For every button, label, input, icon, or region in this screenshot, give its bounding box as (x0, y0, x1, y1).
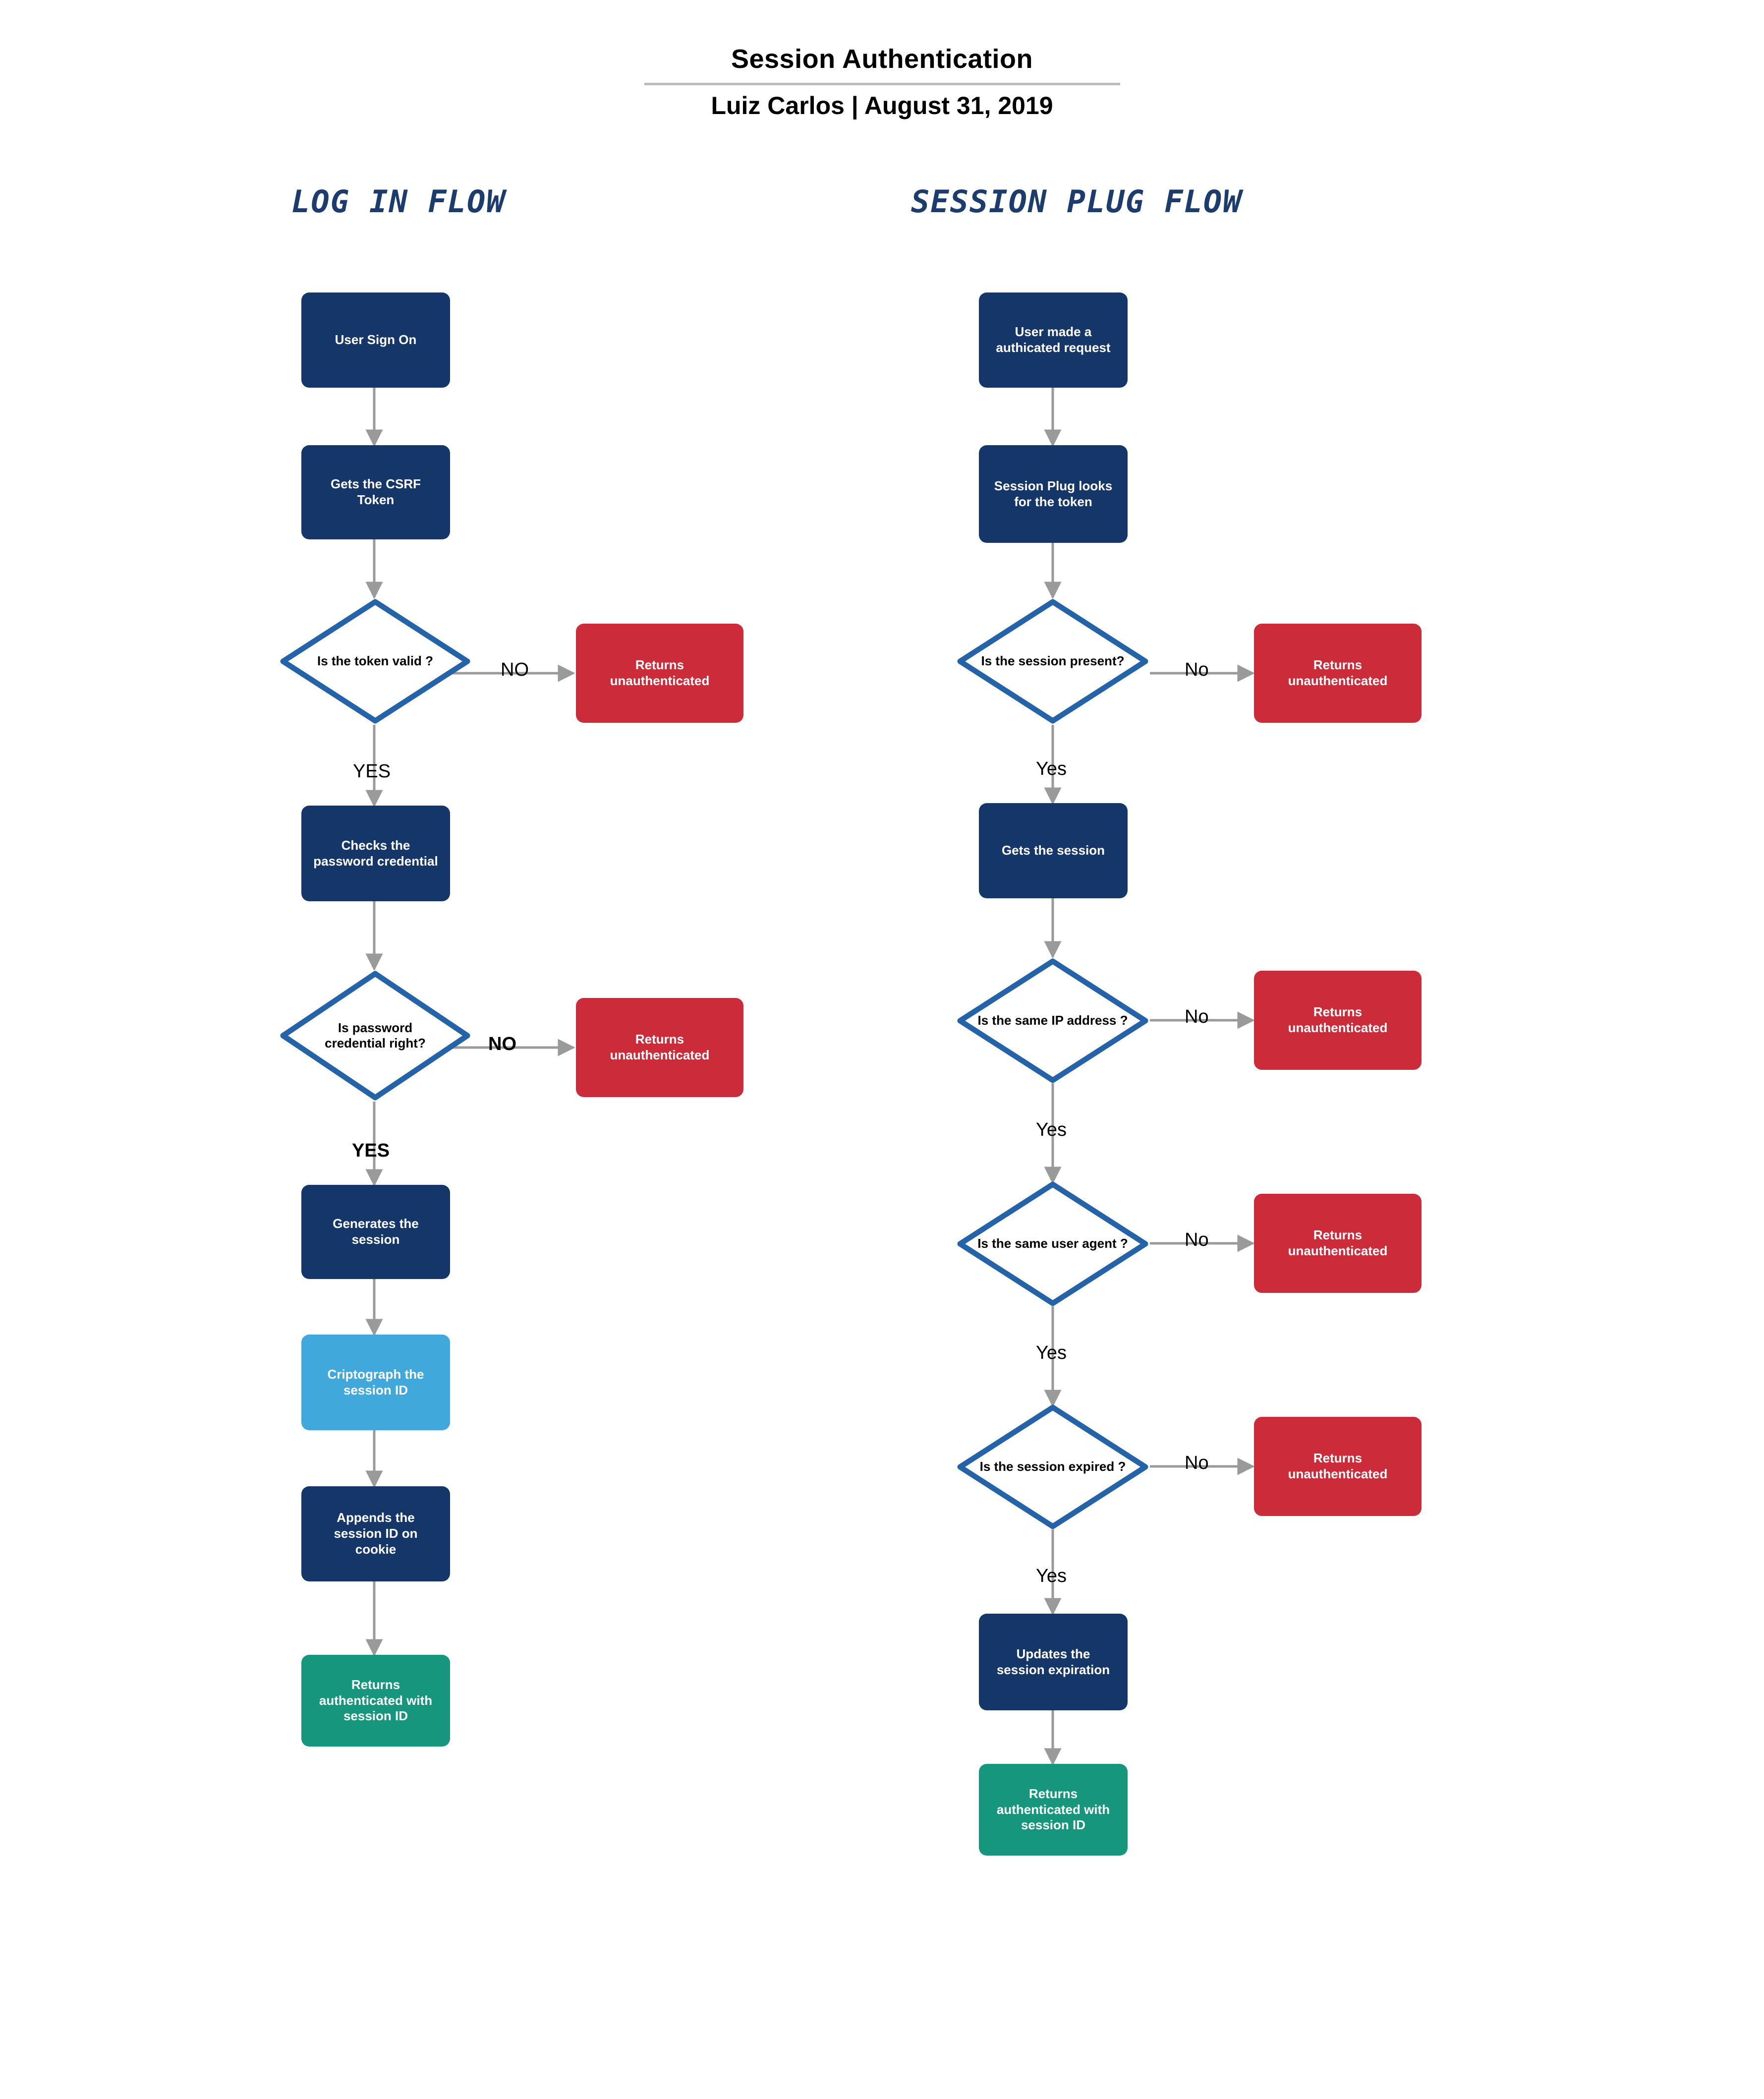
node-label: Returns unauthenticated (1288, 1004, 1388, 1035)
node-label: User made a authicated request (996, 324, 1111, 355)
node-label: Checks the password credential (313, 837, 438, 869)
node-label: Gets the CSRF Token (330, 476, 421, 507)
decision-label: Is the same IP address ? (977, 1013, 1128, 1028)
login-flow-heading: LOG IN FLOW (291, 183, 506, 220)
edge-label-session-present-yes: Yes (1036, 758, 1067, 779)
node-returns-unauthenticated-expired[interactable]: Returns unauthenticated (1254, 1417, 1422, 1516)
node-label: Returns authenticated with session ID (319, 1677, 433, 1724)
author-date-byline: Luiz Carlos | August 31, 2019 (711, 92, 1053, 120)
node-user-sign-on[interactable]: User Sign On (301, 292, 450, 388)
node-returns-unauthenticated-session-present[interactable]: Returns unauthenticated (1254, 624, 1422, 723)
node-checks-password-credential[interactable]: Checks the password credential (301, 806, 450, 901)
node-label: Returns unauthenticated (1288, 657, 1388, 688)
node-gets-csrf-token[interactable]: Gets the CSRF Token (301, 445, 450, 539)
decision-label: Is password credential right? (325, 1020, 426, 1050)
decision-label: Is the token valid ? (317, 653, 434, 669)
node-label: User Sign On (335, 332, 417, 348)
node-label: Generates the session (333, 1216, 419, 1247)
edge-label-ip-no: No (1185, 1006, 1209, 1027)
node-returns-unauthenticated-token[interactable]: Returns unauthenticated (576, 624, 743, 723)
node-criptograph-the-session-id[interactable]: Criptograph the session ID (301, 1335, 450, 1430)
title-divider (644, 83, 1120, 86)
edge-label-password-no: NO (488, 1034, 516, 1054)
diamond-shape (280, 971, 470, 1101)
node-label: Returns unauthenticated (1288, 1227, 1388, 1258)
node-label: Returns authenticated with session ID (996, 1786, 1110, 1833)
node-label: Appends the session ID on cookie (334, 1510, 418, 1557)
diamond-shape (957, 599, 1148, 724)
diamond-shape (957, 1404, 1148, 1529)
node-label: Returns unauthenticated (1288, 1451, 1388, 1481)
node-appends-session-id-on-cookie[interactable]: Appends the session ID on cookie (301, 1486, 450, 1581)
diamond-shape (957, 1181, 1148, 1306)
node-returns-unauthenticated-ip[interactable]: Returns unauthenticated (1254, 971, 1422, 1070)
node-returns-unauthenticated-password[interactable]: Returns unauthenticated (576, 998, 743, 1097)
decision-is-password-credential-right[interactable]: Is password credential right? (279, 969, 472, 1102)
node-label: Updates the session expiration (996, 1646, 1110, 1677)
edge-label-password-yes: YES (352, 1140, 390, 1161)
edge-label-useragent-no: No (1185, 1229, 1209, 1250)
node-user-made-authenticated-request[interactable]: User made a authicated request (979, 292, 1128, 388)
edge-label-expired-yes: Yes (1036, 1566, 1067, 1586)
document-header: Session Authentication Luiz Carlos | Aug… (0, 44, 1764, 120)
decision-label: Is the same user agent ? (977, 1236, 1128, 1251)
node-label: Criptograph the session ID (327, 1366, 424, 1398)
diamond-shape (957, 958, 1148, 1083)
node-generates-the-session[interactable]: Generates the session (301, 1185, 450, 1279)
decision-is-same-ip-address[interactable]: Is the same IP address ? (956, 957, 1150, 1085)
diamond-shape (280, 599, 470, 724)
node-returns-authenticated-session-id-plug[interactable]: Returns authenticated with session ID (979, 1764, 1128, 1856)
decision-label: Is the session present? (981, 653, 1125, 669)
node-label: Session Plug looks for the token (994, 478, 1113, 509)
node-updates-session-expiration[interactable]: Updates the session expiration (979, 1614, 1128, 1710)
edge-label-expired-no: No (1185, 1453, 1209, 1473)
edge-label-token-yes: YES (353, 761, 391, 782)
edge-label-ip-yes: Yes (1036, 1119, 1067, 1140)
decision-is-session-expired[interactable]: Is the session expired ? (956, 1403, 1150, 1531)
node-session-plug-looks-for-token[interactable]: Session Plug looks for the token (979, 445, 1128, 543)
edge-label-session-present-no: No (1185, 659, 1209, 680)
node-label: Returns unauthenticated (610, 1032, 710, 1062)
node-label: Gets the session (1001, 843, 1105, 858)
node-label: Returns unauthenticated (610, 657, 710, 688)
decision-is-token-valid[interactable]: Is the token valid ? (279, 597, 472, 725)
page-title: Session Authentication (731, 44, 1033, 74)
node-gets-the-session[interactable]: Gets the session (979, 803, 1128, 898)
decision-is-session-present[interactable]: Is the session present? (956, 597, 1150, 725)
decision-is-same-user-agent[interactable]: Is the same user agent ? (956, 1180, 1150, 1308)
decision-label: Is the session expired ? (979, 1459, 1126, 1474)
edge-label-token-no: NO (501, 659, 529, 680)
node-returns-unauthenticated-user-agent[interactable]: Returns unauthenticated (1254, 1194, 1422, 1293)
session-plug-flow-heading: SESSION PLUG FLOW (911, 183, 1243, 220)
edge-label-useragent-yes: Yes (1036, 1342, 1067, 1363)
node-returns-authenticated-session-id-login[interactable]: Returns authenticated with session ID (301, 1655, 450, 1747)
